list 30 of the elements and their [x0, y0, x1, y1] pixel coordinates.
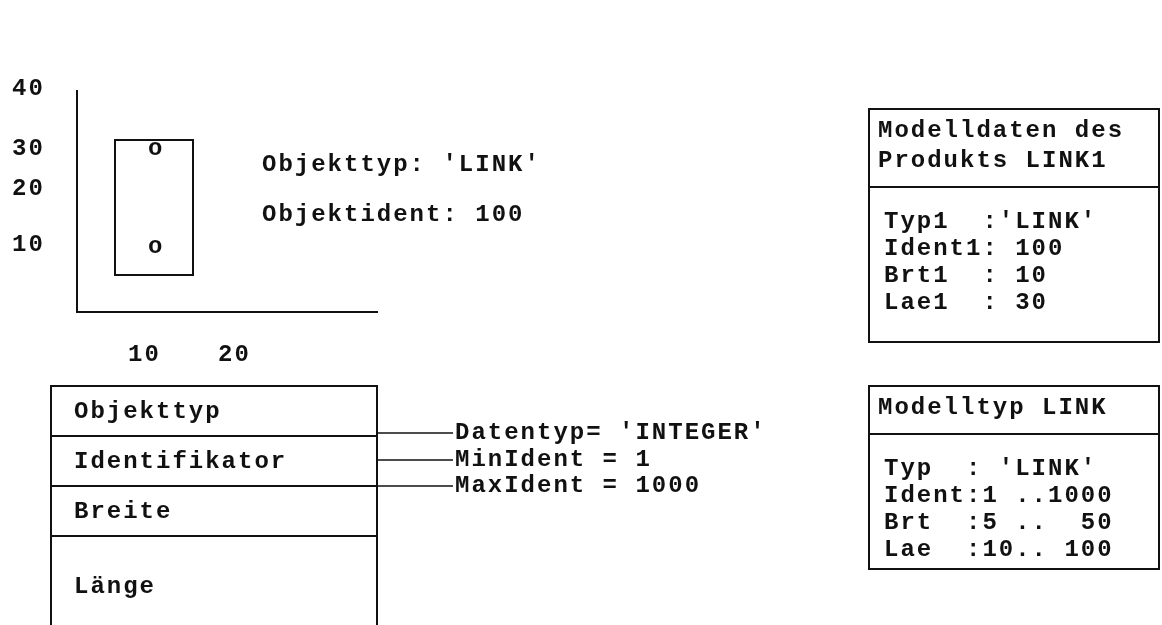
axis-tick-label: 10: [12, 230, 45, 260]
annotation-text: Datentyp= 'INTEGER': [455, 418, 795, 448]
field-line: Lae1 : 30: [883, 289, 1050, 316]
field-line: Ident1: 100: [883, 235, 1066, 262]
point-marker: o: [148, 134, 165, 164]
annotation-text: Objektident: 100: [262, 200, 525, 230]
axis-tick-label: 20: [12, 174, 45, 204]
data-card: [868, 385, 1160, 570]
axis-tick-label: 30: [12, 134, 45, 164]
table-row: Objekttyp: [50, 385, 378, 437]
field-line: Ident:1 ..1000: [883, 482, 1115, 509]
field-line: Lae :10.. 100: [883, 536, 1115, 563]
card-heading: Modelltyp LINK: [870, 387, 1158, 435]
axis-tick-label: 40: [12, 74, 45, 104]
table-row: Identifikator: [50, 435, 378, 487]
field-line: Typ : 'LINK': [883, 455, 1099, 482]
field-line: Brt :5 .. 50: [883, 509, 1115, 536]
data-card: [868, 108, 1160, 343]
table-row: Länge: [50, 535, 378, 625]
axis-tick-label: 20: [218, 340, 251, 370]
card-heading: Modelldaten des Produkts LINK1: [870, 110, 1158, 188]
annotation-text: Objekttyp: 'LINK': [262, 150, 541, 180]
leader-line: [377, 485, 454, 487]
axis-tick-label: 10: [128, 340, 161, 370]
point-marker: o: [148, 232, 165, 262]
field-line: Brt1 : 10: [883, 262, 1050, 289]
leader-line: [377, 459, 454, 461]
field-line: Typ1 :'LINK': [883, 208, 1099, 235]
table-row: Breite: [50, 485, 378, 537]
leader-line: [377, 432, 454, 434]
